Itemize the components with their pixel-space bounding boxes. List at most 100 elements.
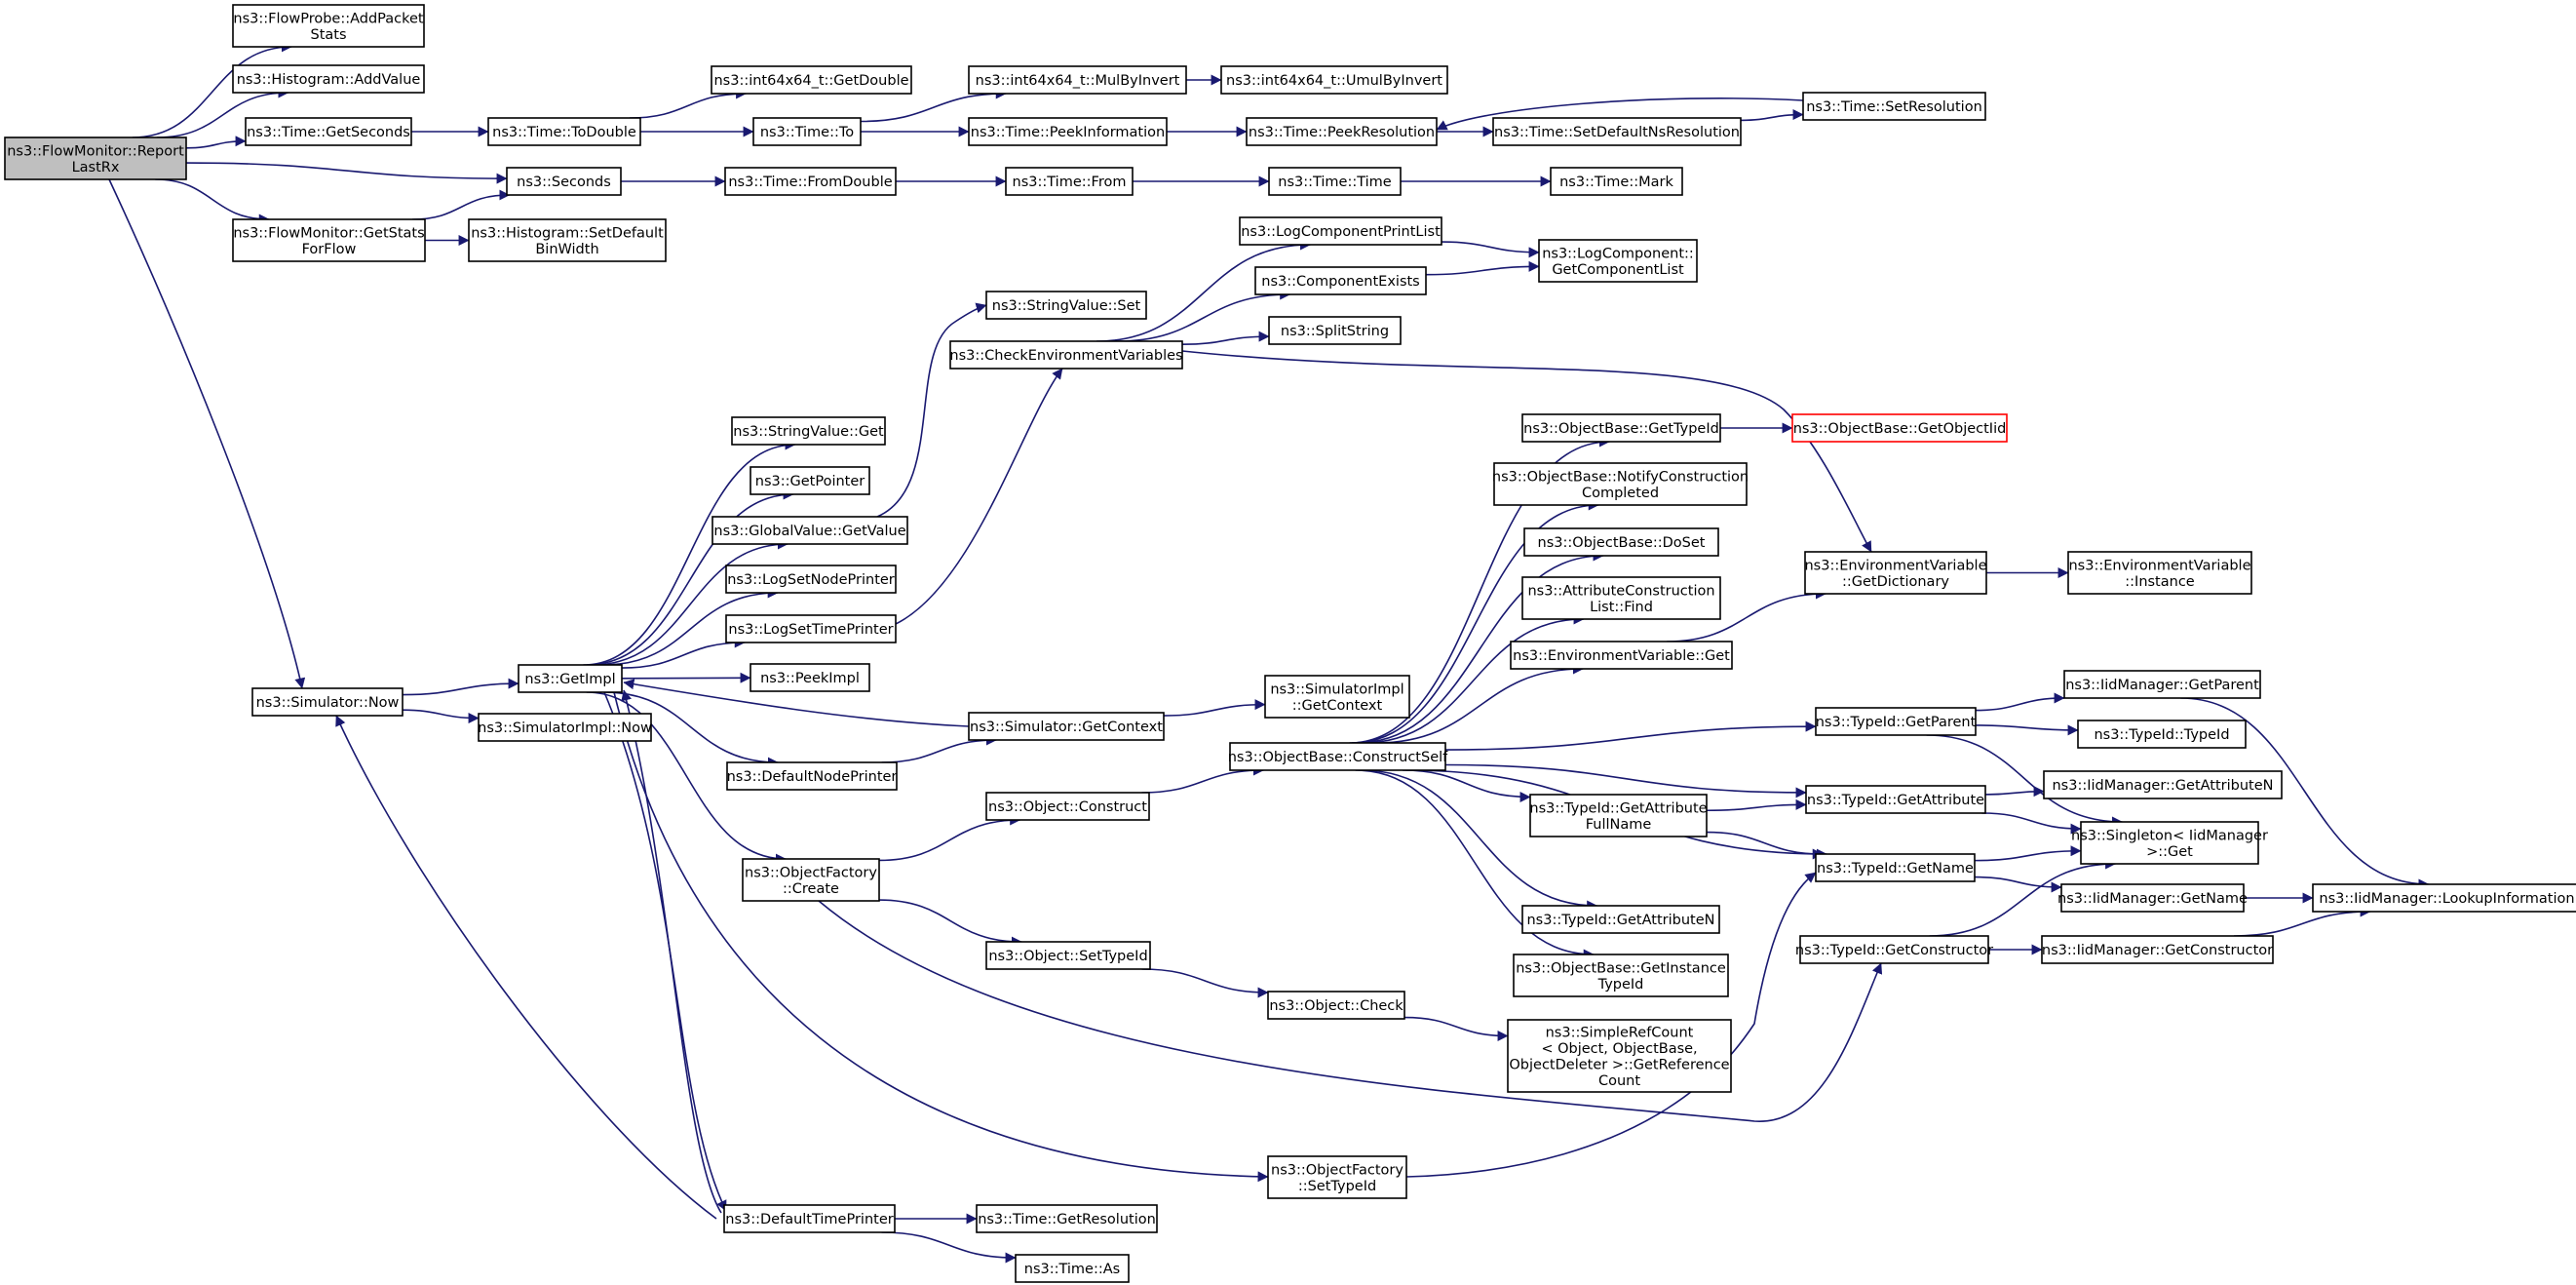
node-iidmanager_getconstructor[interactable]: ns3::IidManager::GetConstructor <box>2041 935 2274 964</box>
edge-defaulttimeprinter-to-time_as <box>881 1231 1017 1264</box>
node-box <box>2077 720 2247 749</box>
node-box <box>1815 707 1977 736</box>
node-logcomponentprintlist[interactable]: ns3::LogComponentPrintList <box>1239 216 1442 246</box>
node-time_to[interactable]: ns3::Time::To <box>752 117 862 146</box>
node-simulator_getcontext[interactable]: ns3::Simulator::GetContext <box>968 712 1165 741</box>
node-logcomponent_getlist[interactable]: ns3::LogComponent::GetComponentList <box>1538 239 1698 283</box>
node-defaulttimeprinter[interactable]: ns3::DefaultTimePrinter <box>723 1204 896 1233</box>
node-box <box>985 941 1151 970</box>
node-envvar_get[interactable]: ns3::EnvironmentVariable::Get <box>1510 641 1733 670</box>
node-int64_mulbyinvert[interactable]: ns3::int64x64_t::MulByInvert <box>968 65 1187 95</box>
edge-root-to-hist_addvalue <box>157 87 289 138</box>
node-object_construct[interactable]: ns3::Object::Construct <box>985 792 1150 821</box>
node-time_mark[interactable]: ns3::Time::Mark <box>1550 167 1683 196</box>
node-objectbase_notify[interactable]: ns3::ObjectBase::NotifyConstructionCompl… <box>1492 462 1749 506</box>
node-envvar_instance[interactable]: ns3::EnvironmentVariable::Instance <box>2067 551 2252 595</box>
node-iidmanager_getattributen[interactable]: ns3::IidManager::GetAttributeN <box>2043 770 2283 799</box>
node-objectfactory_settypeid[interactable]: ns3::ObjectFactory::SetTypeId <box>1267 1155 1407 1199</box>
node-int64_getdouble[interactable]: ns3::int64x64_t::GetDouble <box>711 65 912 95</box>
node-stringvalue_set[interactable]: ns3::StringValue::Set <box>985 291 1147 320</box>
node-time_fromdouble[interactable]: ns3::Time::FromDouble <box>724 167 897 196</box>
node-label: ns3::TypeId::GetConstructor <box>1795 943 1993 958</box>
node-label: ns3::TypeId::GetAttribute <box>1807 793 1984 808</box>
node-time_setresolution[interactable]: ns3::Time::SetResolution <box>1802 92 1986 121</box>
node-getpointer[interactable]: ns3::GetPointer <box>750 466 870 495</box>
node-typeid_getname[interactable]: ns3::TypeId::GetName <box>1815 853 1976 882</box>
node-splitstring[interactable]: ns3::SplitString <box>1268 316 1402 345</box>
node-object_settypeid[interactable]: ns3::Object::SetTypeId <box>985 941 1151 970</box>
node-time_setdefaultnsres[interactable]: ns3::Time::SetDefaultNsResolution <box>1492 117 1742 146</box>
node-objectbase_gettypeid[interactable]: ns3::ObjectBase::GetTypeId <box>1521 413 1721 443</box>
node-simulator_now[interactable]: ns3::Simulator::Now <box>251 687 404 717</box>
node-time_peekresolution[interactable]: ns3::Time::PeekResolution <box>1246 117 1438 146</box>
node-objectbase_constructself[interactable]: ns3::ObjectBase::ConstructSelf <box>1228 742 1448 771</box>
node-box <box>1493 462 1748 506</box>
node-box <box>1267 1155 1407 1199</box>
node-objectbase_getobjectiid[interactable]: ns3::ObjectBase::GetObjectIid <box>1791 413 2008 443</box>
node-typeid_getattributen[interactable]: ns3::TypeId::GetAttributeN <box>1521 905 1720 934</box>
node-int64_umulbyinvert[interactable]: ns3::int64x64_t::UmulByInvert <box>1220 65 1448 95</box>
node-singleton_get[interactable]: ns3::Singleton< IidManager>::Get <box>2071 821 2268 865</box>
node-componentexists[interactable]: ns3::ComponentExists <box>1254 266 1427 295</box>
node-iidmanager_getname[interactable]: ns3::IidManager::GetName <box>2057 883 2248 913</box>
node-simulatorimpl_getcontext[interactable]: ns3::SimulatorImpl::GetContext <box>1264 675 1410 719</box>
node-time_getseconds[interactable]: ns3::Time::GetSeconds <box>245 117 412 146</box>
edge-typeid_getname-to-singleton_get <box>1974 845 2082 862</box>
node-label: ns3::LogSetTimePrinter <box>728 622 893 638</box>
node-label: ns3::SimpleRefCount <box>1546 1025 1694 1040</box>
node-iidmanager_getparent[interactable]: ns3::IidManager::GetParent <box>2063 670 2261 699</box>
node-peekimpl[interactable]: ns3::PeekImpl <box>750 663 870 692</box>
node-time_as[interactable]: ns3::Time::As <box>1015 1254 1130 1283</box>
edge-getimpl-to-logsettimeprinter <box>621 637 746 669</box>
node-objectfactory_create[interactable]: ns3::ObjectFactory::Create <box>742 858 880 902</box>
edge-objectbase_constructself-to-objectbase_gettypeid <box>1349 436 1610 744</box>
node-box <box>487 117 641 146</box>
node-simulatorimpl_now[interactable]: ns3::SimulatorImpl::Now <box>478 713 652 742</box>
node-stringvalue_get[interactable]: ns3::StringValue::Get <box>731 416 886 446</box>
node-globalvalue_getvalue[interactable]: ns3::GlobalValue::GetValue <box>711 516 908 545</box>
node-label: ns3::FlowMonitor::Report <box>7 143 184 159</box>
node-defaultnodeprinter[interactable]: ns3::DefaultNodePrinter <box>726 761 898 791</box>
node-hist_addvalue[interactable]: ns3::Histogram::AddValue <box>232 64 425 94</box>
node-label: BinWidth <box>535 242 598 257</box>
node-logsettimeprinter[interactable]: ns3::LogSetTimePrinter <box>725 614 897 643</box>
node-logsetnodeprinter[interactable]: ns3::LogSetNodePrinter <box>725 565 897 594</box>
node-typeid_getparent[interactable]: ns3::TypeId::GetParent <box>1815 707 1977 736</box>
edge-root-to-seconds <box>185 162 508 184</box>
node-checkenvvars[interactable]: ns3::CheckEnvironmentVariables <box>949 340 1183 370</box>
edge-checkenvvars-to-logcomponentprintlist <box>1096 239 1312 342</box>
node-objectbase_doset[interactable]: ns3::ObjectBase::DoSet <box>1523 527 1719 557</box>
node-label: ::SetTypeId <box>1298 1179 1376 1194</box>
node-typeid_getconstructor[interactable]: ns3::TypeId::GetConstructor <box>1795 935 1993 964</box>
node-typeid_typeid[interactable]: ns3::TypeId::TypeId <box>2077 720 2247 749</box>
edge-typeid_getparent-to-typeid_typeid <box>1975 724 2079 736</box>
node-label: ns3::Time::PeekResolution <box>1249 125 1435 140</box>
node-iidmanager_lookupinformation[interactable]: ns3::IidManager::LookupInformation <box>2312 883 2576 913</box>
node-object_check[interactable]: ns3::Object::Check <box>1267 991 1405 1020</box>
edge-defaulttimeprinter-to-simulator_now <box>335 715 717 1220</box>
node-time_time[interactable]: ns3::Time::Time <box>1268 167 1402 196</box>
node-label: ForFlow <box>302 242 357 257</box>
node-simplerefcount[interactable]: ns3::SimpleRefCount< Object, ObjectBase,… <box>1507 1019 1732 1093</box>
node-seconds[interactable]: ns3::Seconds <box>506 167 622 196</box>
node-box <box>726 761 898 791</box>
edge-getimpl-to-objectfactory_settypeid <box>613 691 1269 1183</box>
edge-componentexists-to-logcomponent_getlist <box>1425 260 1540 276</box>
node-time_getresolution[interactable]: ns3::Time::GetResolution <box>976 1204 1158 1233</box>
node-time_todouble[interactable]: ns3::Time::ToDouble <box>487 117 641 146</box>
node-time_peekinformation[interactable]: ns3::Time::PeekInformation <box>968 117 1168 146</box>
edge-getimpl-to-getpointer <box>586 488 794 666</box>
node-getimpl[interactable]: ns3::GetImpl <box>518 664 623 693</box>
node-box <box>1005 167 1134 196</box>
node-envvar_getdictionary[interactable]: ns3::EnvironmentVariable::GetDictionary <box>1804 551 1987 595</box>
edge-getimpl-to-stringvalue_get <box>583 439 796 666</box>
node-typeid_getattribute[interactable]: ns3::TypeId::GetAttribute <box>1805 785 1986 814</box>
node-time_from[interactable]: ns3::Time::From <box>1005 167 1134 196</box>
